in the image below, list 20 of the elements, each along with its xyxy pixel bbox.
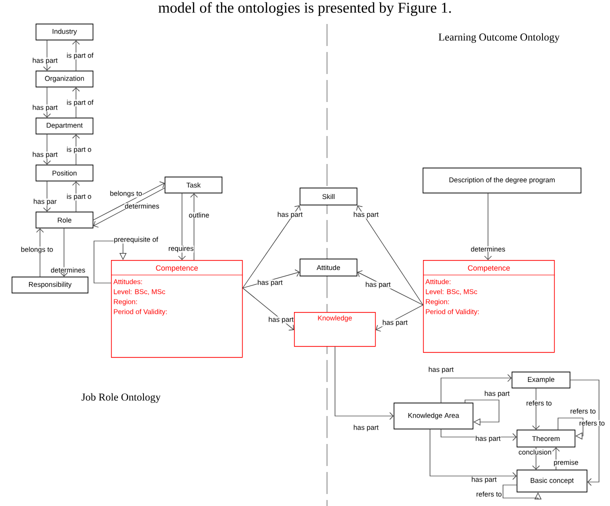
arrow — [464, 400, 500, 426]
arrow — [558, 418, 584, 440]
arrow — [440, 374, 512, 403]
arrow — [178, 193, 186, 260]
page-text: model of the ontologies is presented by Figure 1. — [158, 2, 451, 16]
section-title: Learning Outcome Ontology — [438, 33, 560, 43]
arrow — [242, 205, 301, 288]
arrow — [93, 181, 165, 220]
arrow — [242, 288, 294, 331]
arrow — [190, 193, 198, 260]
arrow — [60, 228, 68, 277]
arrow — [94, 240, 127, 284]
arrow — [430, 429, 517, 480]
arrow — [484, 193, 492, 260]
arrow — [532, 388, 540, 430]
section-title: Job Role Ontology — [82, 393, 161, 403]
arrow — [36, 228, 44, 277]
arrow — [334, 346, 394, 420]
arrow — [356, 205, 424, 306]
arrow — [570, 380, 600, 486]
